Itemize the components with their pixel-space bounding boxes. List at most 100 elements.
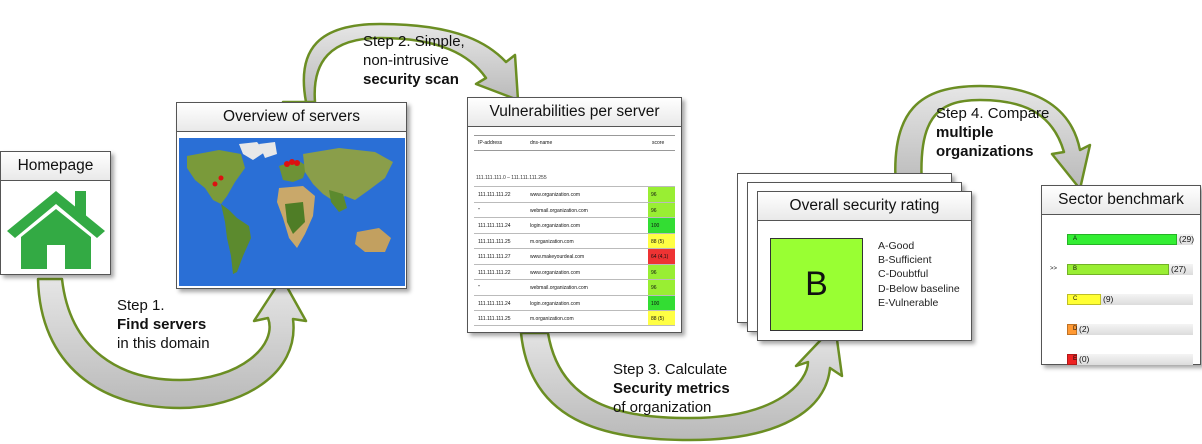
step-1-line: in this domain xyxy=(117,335,210,352)
cell-score: 96 xyxy=(648,280,675,295)
vulnerabilities-panel: Vulnerabilities per server IP-address dn… xyxy=(467,97,682,333)
step-4-bold: multiple xyxy=(936,124,994,141)
cell-score: 64 (4,1) xyxy=(648,249,675,264)
vulnerabilities-title: Vulnerabilities per server xyxy=(468,98,681,127)
benchmark-bar: D xyxy=(1067,324,1077,335)
house-icon xyxy=(7,191,105,269)
benchmark-track xyxy=(1067,294,1193,305)
legend-item: C-Doubtful xyxy=(878,268,929,281)
server-marker xyxy=(284,161,290,167)
homepage-body xyxy=(1,181,110,273)
step-3-line: Step 3. Calculate xyxy=(613,361,728,378)
vulnerabilities-table-header: IP-address dns-name score xyxy=(474,135,675,151)
benchmark-track xyxy=(1067,354,1193,365)
step-3-text: Step 3. Calculate Security metrics of or… xyxy=(613,360,730,417)
cell-ip: 111.111.111.22 xyxy=(478,269,511,276)
overview-panel: Overview of servers xyxy=(176,102,407,289)
column-ip: IP-address xyxy=(478,140,503,146)
cell-ip: 111.111.111.27 xyxy=(478,254,511,260)
legend-item: E-Vulnerable xyxy=(878,296,939,309)
step-3-line: of organization xyxy=(613,399,712,416)
cell-ip: " xyxy=(478,285,480,291)
arrow-step-1 xyxy=(36,276,308,410)
step-4-line: Step 4. Compare xyxy=(936,105,1050,122)
step-2-line: non-intrusive xyxy=(363,52,449,69)
table-row: 111.111.111.22 www.organization.com 96 xyxy=(474,263,675,279)
step-1-text: Step 1. Find servers in this domain xyxy=(117,296,210,353)
server-marker xyxy=(212,181,218,187)
benchmark-row: C(9) xyxy=(1054,290,1198,308)
cell-score: 88 (5) xyxy=(648,233,675,248)
benchmark-bar: B xyxy=(1067,264,1169,275)
current-marker: >> xyxy=(1050,266,1058,272)
arrow-step-2 xyxy=(281,22,520,104)
benchmark-row: B(27) >> xyxy=(1050,260,1198,278)
step-1-line: Step 1. xyxy=(117,297,165,314)
cell-score: 100 xyxy=(648,295,675,310)
benchmark-row: D(2) xyxy=(1054,320,1198,338)
cell-dns: www.organization.com xyxy=(530,269,581,276)
rating-panel: Overall security rating B A-Good B-Suffi… xyxy=(757,191,972,341)
rating-legend: A-Good B-Sufficient C-Doubtful D-Below b… xyxy=(878,239,960,310)
step-3-bold: Security metrics xyxy=(613,380,730,397)
table-row: 111.111.111.25 m.organization.com 88 (5) xyxy=(474,232,675,248)
benchmark-track xyxy=(1067,324,1193,335)
column-dns: dns-name xyxy=(530,140,553,146)
table-row: 111.111.111.22 www.organization.com 96 xyxy=(474,186,675,202)
homepage-title: Homepage xyxy=(1,152,110,181)
step-4-bold: organizations xyxy=(936,143,1034,160)
legend-item: B-Sufficient xyxy=(878,254,932,267)
cell-dns: webmail.organization.com xyxy=(530,285,588,291)
benchmark-panel: Sector benchmark A(29) B(27) >> C(9) D(2) E(0… xyxy=(1041,185,1201,365)
benchmark-count: (0) xyxy=(1079,354,1090,364)
cell-ip: 111.111.111.25 xyxy=(478,238,511,245)
ip-range: 111.111.111.0 – 111.111.111.255 xyxy=(476,175,547,181)
benchmark-count: (27) xyxy=(1171,264,1187,274)
homepage-panel: Homepage xyxy=(0,151,111,275)
step-2-bold: security scan xyxy=(363,71,459,88)
arrow-step-4 xyxy=(866,84,1092,191)
vulnerabilities-table-body: 111.111.111.22 www.organization.com 96 " web… xyxy=(474,186,675,326)
cell-score: 96 xyxy=(648,187,675,202)
cell-score: 96 xyxy=(648,264,675,279)
benchmark-bar: E xyxy=(1067,354,1077,365)
cell-dns: webmail.organization.com xyxy=(530,207,588,214)
benchmark-bar: C xyxy=(1067,294,1101,305)
overview-title: Overview of servers xyxy=(177,103,406,132)
cell-dns: login.organization.com xyxy=(530,223,581,229)
arrow-step-3 xyxy=(519,323,844,442)
cell-score: 100 xyxy=(648,218,675,233)
legend-item: A-Good xyxy=(878,240,915,252)
cell-dns: m.organization.com xyxy=(530,316,574,322)
step-1-bold: Find servers xyxy=(117,316,207,333)
step-4-text: Step 4. Compare multiple organizations xyxy=(936,104,1049,161)
step-2-line: Step 2. Simple, xyxy=(363,33,465,50)
cell-score: 96 xyxy=(648,202,675,217)
benchmark-title: Sector benchmark xyxy=(1042,186,1200,215)
step-2-text: Step 2. Simple, non-intrusive security s… xyxy=(363,32,465,89)
cell-ip: 111.111.111.22 xyxy=(478,192,511,198)
grade-badge: B xyxy=(770,238,863,331)
table-row: 111.111.111.27 www.makeyourdeal.com 64 (4,… xyxy=(474,248,675,264)
cell-dns: www.makeyourdeal.com xyxy=(530,254,585,260)
benchmark-row: A(29) xyxy=(1054,230,1198,248)
cell-dns: m.organization.com xyxy=(530,238,574,245)
legend-item: D-Below baseline xyxy=(878,282,960,295)
cell-dns: www.organization.com xyxy=(530,192,581,198)
table-row: " webmail.organization.com 96 xyxy=(474,279,675,295)
column-score: score xyxy=(652,140,665,146)
benchmark-bar: A xyxy=(1067,234,1177,245)
server-marker xyxy=(289,159,295,165)
server-marker xyxy=(294,160,300,166)
benchmark-count: (9) xyxy=(1103,294,1114,304)
cell-dns: login.organization.com xyxy=(530,300,581,307)
cell-score: 88 (5) xyxy=(648,311,675,325)
benchmark-count: (2) xyxy=(1079,324,1090,334)
rating-title: Overall security rating xyxy=(758,192,971,221)
benchmark-count: (29) xyxy=(1179,234,1195,244)
